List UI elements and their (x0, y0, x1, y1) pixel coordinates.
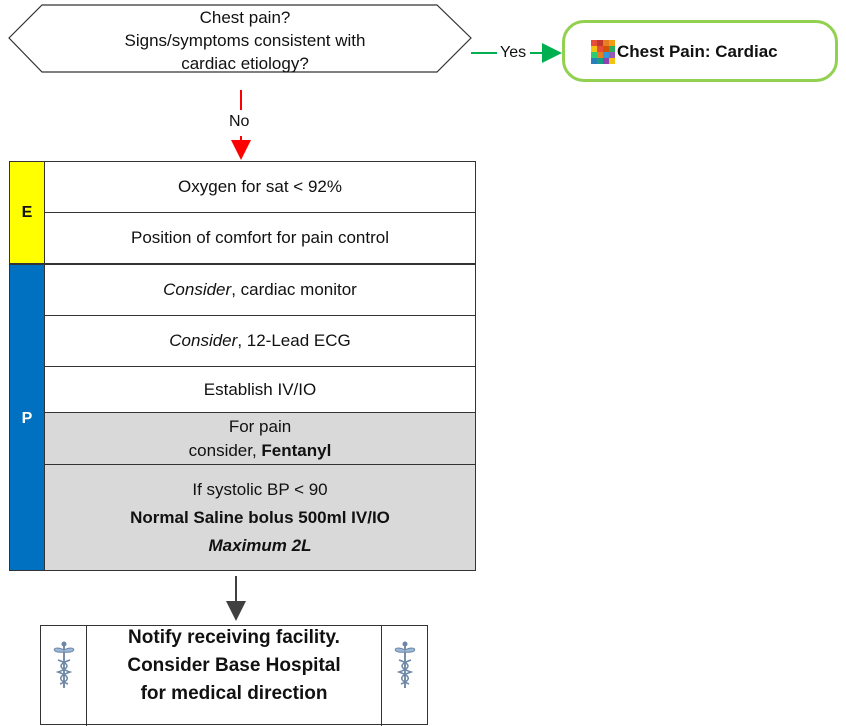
step-iv-text: Establish IV/IO (203, 379, 317, 399)
step-oxygen-text: Oxygen for sat < 92% (178, 177, 342, 196)
ecg-consider: Consider (169, 331, 238, 350)
bp-line-1: If systolic BP < 90 (192, 479, 328, 499)
chest-pain-cardiac-link[interactable] (562, 20, 838, 82)
protocol-grid-icon (591, 40, 615, 64)
decision-line-1: Chest pain? (199, 8, 291, 27)
step-cardiac-monitor: Consider, cardiac monitor (45, 264, 476, 316)
notify-text: Notify receiving facility. Consider Base… (86, 626, 382, 726)
decision-line-2: Signs/symptoms consistent with (124, 31, 366, 50)
chest-pain-cardiac-label[interactable]: Chest Pain: Cardiac (617, 42, 778, 61)
notify-box: Notify receiving facility. Consider Base… (40, 625, 428, 726)
step-position: Position of comfort for pain control (45, 212, 476, 264)
step-pain: For pain consider, Fentanyl (45, 412, 476, 465)
caduceus-icon (394, 641, 416, 688)
bp-line-3: Maximum 2L (208, 535, 312, 555)
step-oxygen: Oxygen for sat < 92% (45, 161, 476, 213)
notify-line-2: Consider Base Hospital (127, 655, 341, 676)
section-e-band: E (9, 161, 45, 264)
decision-line-3: cardiac etiology? (181, 54, 309, 73)
step-systolic-bp: If systolic BP < 90 Normal Saline bolus … (45, 464, 476, 571)
pain-line-2-pre: consider, (188, 440, 262, 460)
monitor-rest: , cardiac monitor (231, 280, 357, 299)
monitor-consider: Consider (163, 280, 232, 299)
decision-text: Chest pain? Signs/symptoms consistent wi… (20, 6, 470, 75)
bp-line-2: Normal Saline bolus 500ml IV/IO (130, 507, 390, 527)
yes-label: Yes (500, 44, 527, 61)
caduceus-icon (53, 641, 75, 688)
no-label: No (229, 113, 250, 130)
step-iv-io: Establish IV/IO (45, 366, 476, 413)
section-p-tag: P (21, 410, 33, 427)
section-p-band: P (9, 264, 45, 571)
step-12-lead-ecg: Consider, 12-Lead ECG (45, 315, 476, 367)
pain-line-1: For pain (228, 416, 292, 436)
section-e-tag: E (21, 204, 33, 221)
ecg-rest: , 12-Lead ECG (237, 331, 351, 350)
fentanyl-drug: Fentanyl (261, 440, 332, 460)
notify-line-3: for medical direction (140, 683, 328, 704)
decision-hexagon (8, 4, 472, 73)
notify-line-1: Notify receiving facility. (128, 627, 340, 648)
step-position-text: Position of comfort for pain control (131, 228, 389, 247)
